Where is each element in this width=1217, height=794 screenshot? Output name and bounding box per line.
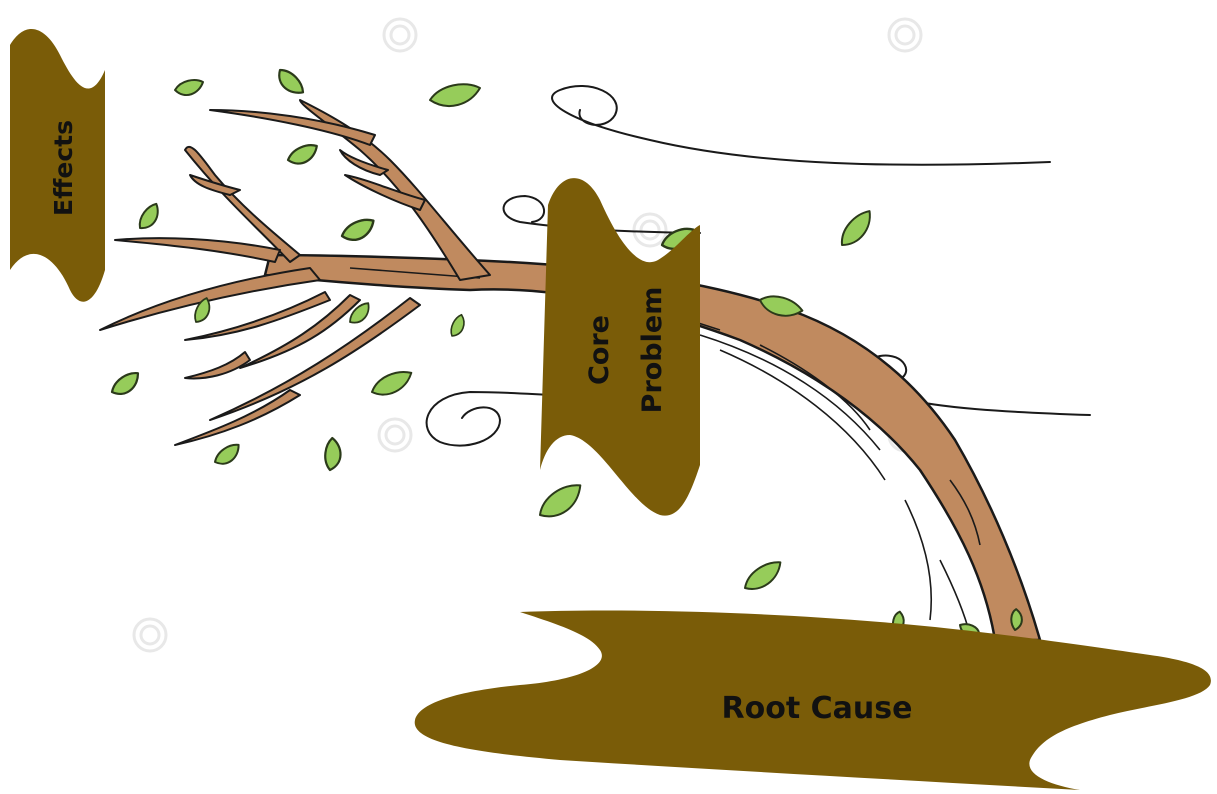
leaf-icon [740, 560, 786, 593]
leaf-icon [430, 84, 480, 106]
root-cause-label: Root Cause [722, 691, 913, 726]
leaf-icon [834, 209, 880, 249]
leaf-icon [340, 218, 376, 242]
core-problem-banner-shape [540, 178, 700, 516]
leaf-icon [212, 443, 243, 467]
leaf-icon [369, 370, 414, 397]
leaf-icon [446, 314, 470, 339]
core-problem-label-line1: Core [584, 315, 615, 385]
leaf-icon [320, 437, 346, 472]
core-problem-banner: Core Problem [540, 178, 700, 516]
leaf-icon [134, 202, 165, 231]
root-cause-banner: Root Cause [415, 610, 1211, 790]
tree-branch [115, 238, 280, 262]
leaf-icon [534, 482, 587, 521]
leaf-icon [108, 371, 143, 397]
effects-banner: Effects [10, 29, 105, 302]
effects-label: Effects [49, 120, 78, 216]
tree-branch [175, 390, 300, 445]
tree-branch [185, 352, 250, 378]
tree-branch [100, 268, 320, 330]
core-problem-label-line2: Problem [637, 287, 668, 414]
leaf-icon [286, 144, 319, 166]
leaf-icon [175, 80, 203, 95]
leaf-icon [275, 65, 305, 100]
wind-swirl-icon [552, 86, 1050, 165]
